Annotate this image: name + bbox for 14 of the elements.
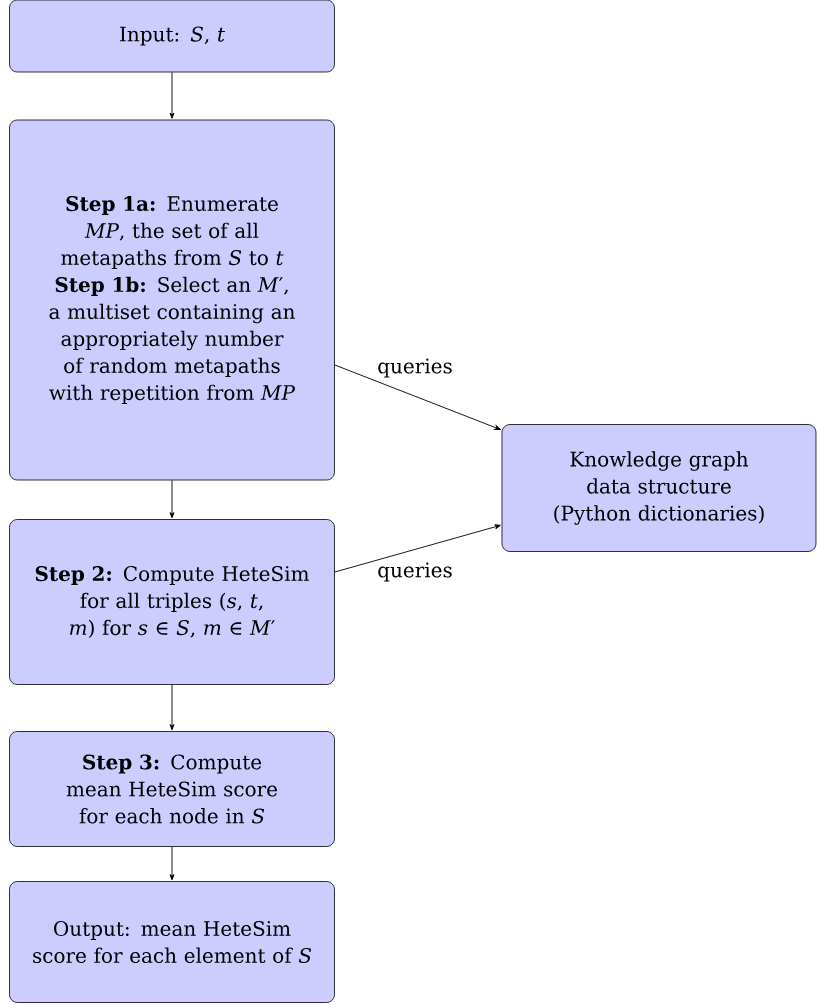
process-box: Step 3: Compute mean HeteSim score for each node in S: [9, 731, 335, 847]
edge-label: queries: [376, 561, 454, 583]
arrow: [334, 524, 501, 573]
edge-label: queries: [376, 357, 454, 379]
process-box: Step 1a: Enumerate MP, the set of all metapaths from S to t Step 1b: Select an M′, a multiset containing an appropriately number of random metapaths with repetition from MP: [9, 119, 335, 481]
arrow: [169, 684, 175, 731]
process-box: Input: S, t: [9, 0, 335, 73]
arrow: [169, 846, 175, 881]
process-box: Knowledge graph data structure (Python dictionaries): [501, 424, 817, 552]
arrow: [169, 71, 175, 119]
arrow: [334, 364, 501, 430]
process-box: Output: mean HeteSim score for each element of S: [9, 881, 335, 1003]
arrow: [169, 479, 175, 519]
process-box: Step 2: Compute HeteSim for all triples (s, t, m) for s ∈ S, m ∈ M′: [9, 519, 335, 685]
